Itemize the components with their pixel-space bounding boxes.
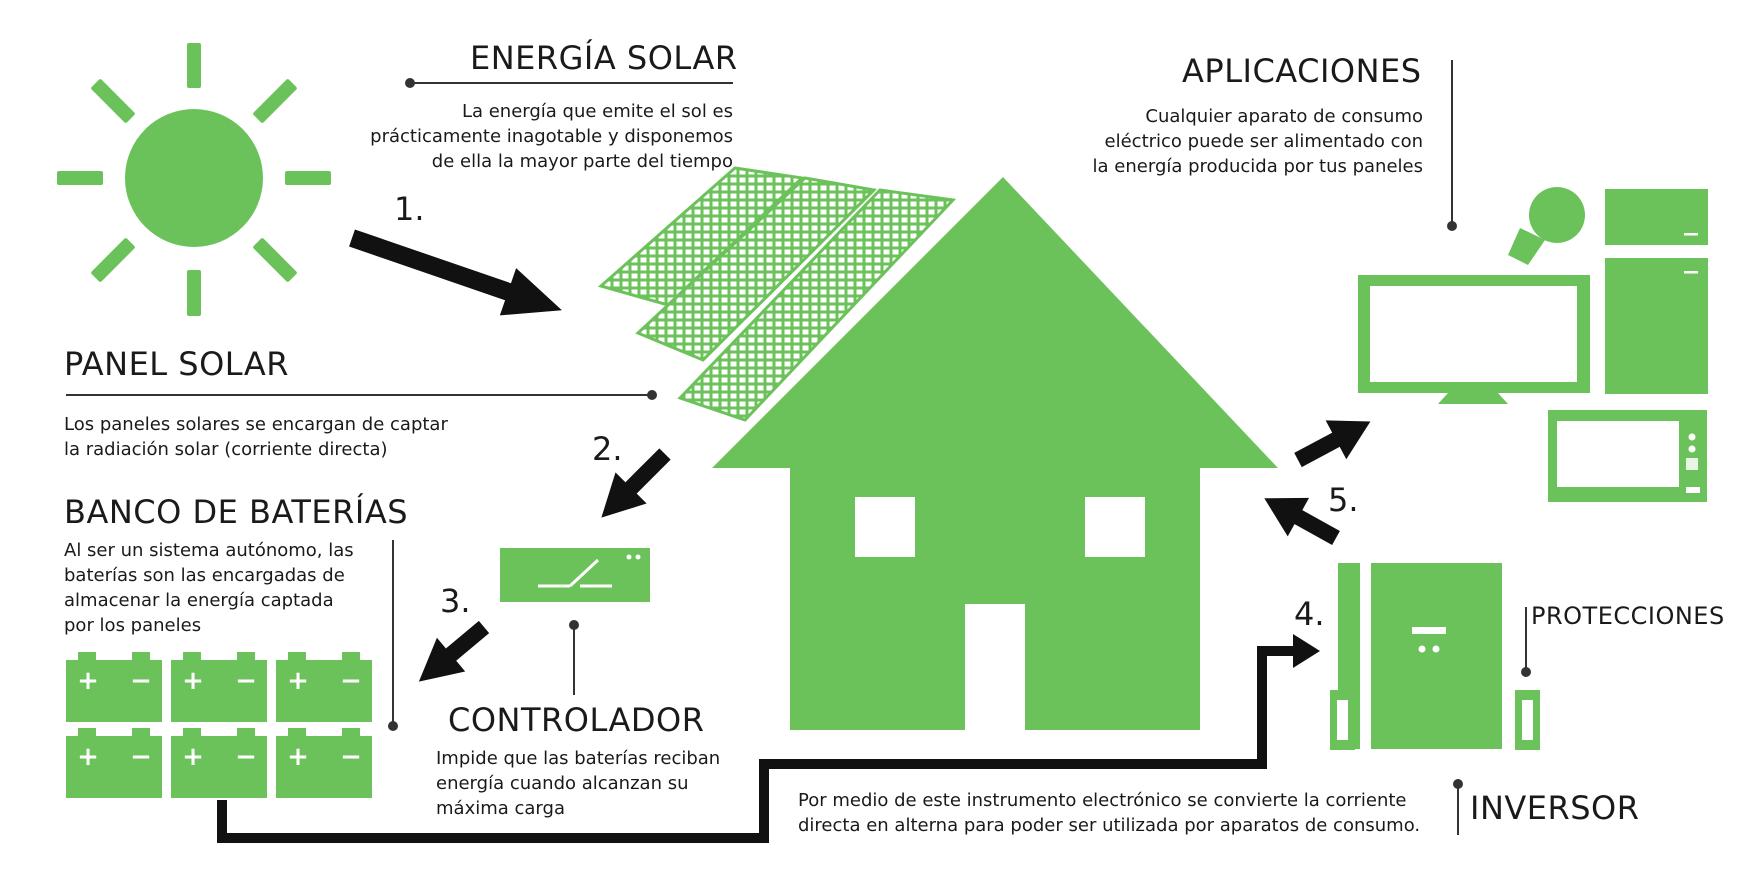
battery-icon: +− bbox=[171, 728, 267, 798]
television-icon bbox=[1358, 275, 1590, 404]
label-connectors bbox=[66, 60, 1531, 835]
arrow-5a-icon bbox=[1264, 497, 1340, 545]
battery-minus-symbol: − bbox=[130, 742, 152, 772]
battery-plus-symbol: + bbox=[182, 742, 204, 772]
microwave-icon bbox=[1548, 410, 1707, 502]
arrow-2-icon bbox=[601, 448, 671, 518]
battery-minus-symbol: − bbox=[340, 742, 362, 772]
battery-bank: +−+−+−+−+−+− bbox=[66, 652, 372, 798]
energia-solar-title: ENERGÍA SOLAR bbox=[470, 39, 738, 77]
lightbulb-icon bbox=[1508, 187, 1585, 265]
aplicaciones-description: Cualquier aparato de consumo eléctrico p… bbox=[1092, 106, 1423, 177]
flow-arrows bbox=[349, 229, 1371, 682]
inverter-icon bbox=[1330, 563, 1540, 750]
step-2-label: 2. bbox=[592, 430, 623, 468]
battery-plus-symbol: + bbox=[287, 742, 309, 772]
panel-solar-description: Los paneles solares se encargan de capta… bbox=[64, 414, 448, 460]
step-1-label: 1. bbox=[394, 190, 425, 228]
arrow-3-icon bbox=[418, 620, 490, 682]
step-5-label: 5. bbox=[1328, 481, 1359, 519]
battery-minus-symbol: − bbox=[235, 742, 257, 772]
banco-baterias-title: BANCO DE BATERÍAS bbox=[64, 493, 409, 531]
battery-minus-symbol: − bbox=[235, 666, 257, 696]
energia-solar-description: La energía que emite el sol es prácticam… bbox=[370, 101, 733, 172]
controlador-title: CONTROLADOR bbox=[448, 701, 705, 739]
battery-plus-symbol: + bbox=[77, 742, 99, 772]
panel-solar-title: PANEL SOLAR bbox=[64, 345, 289, 383]
controller-icon bbox=[500, 548, 650, 602]
battery-icon: +− bbox=[171, 652, 267, 722]
battery-plus-symbol: + bbox=[77, 666, 99, 696]
house-icon bbox=[712, 177, 1278, 730]
battery-icon: +− bbox=[66, 652, 162, 722]
step-4-label: 4. bbox=[1294, 595, 1325, 633]
refrigerator-icon bbox=[1605, 189, 1708, 394]
battery-plus-symbol: + bbox=[182, 666, 204, 696]
controlador-description: Impide que las baterías reciban energía … bbox=[436, 748, 721, 819]
inversor-title: INVERSOR bbox=[1470, 789, 1640, 827]
arrow-5b-icon bbox=[1294, 420, 1371, 468]
battery-icon: +− bbox=[276, 728, 372, 798]
battery-plus-symbol: + bbox=[287, 666, 309, 696]
battery-minus-symbol: − bbox=[340, 666, 362, 696]
battery-minus-symbol: − bbox=[130, 666, 152, 696]
sun-icon bbox=[57, 43, 331, 316]
battery-icon: +− bbox=[66, 728, 162, 798]
protecciones-title: PROTECCIONES bbox=[1531, 602, 1725, 630]
appliances-icon bbox=[1358, 187, 1708, 502]
arrow-1-icon bbox=[349, 229, 562, 316]
wiring-path bbox=[217, 634, 1320, 843]
battery-icon: +− bbox=[276, 652, 372, 722]
solar-panels bbox=[597, 166, 957, 422]
banco-baterias-description: Al ser un sistema autónomo, las baterías… bbox=[64, 540, 354, 636]
inversor-description: Por medio de este instrumento electrónic… bbox=[798, 790, 1421, 836]
step-3-label: 3. bbox=[440, 582, 471, 620]
aplicaciones-title: APLICACIONES bbox=[1182, 52, 1422, 90]
